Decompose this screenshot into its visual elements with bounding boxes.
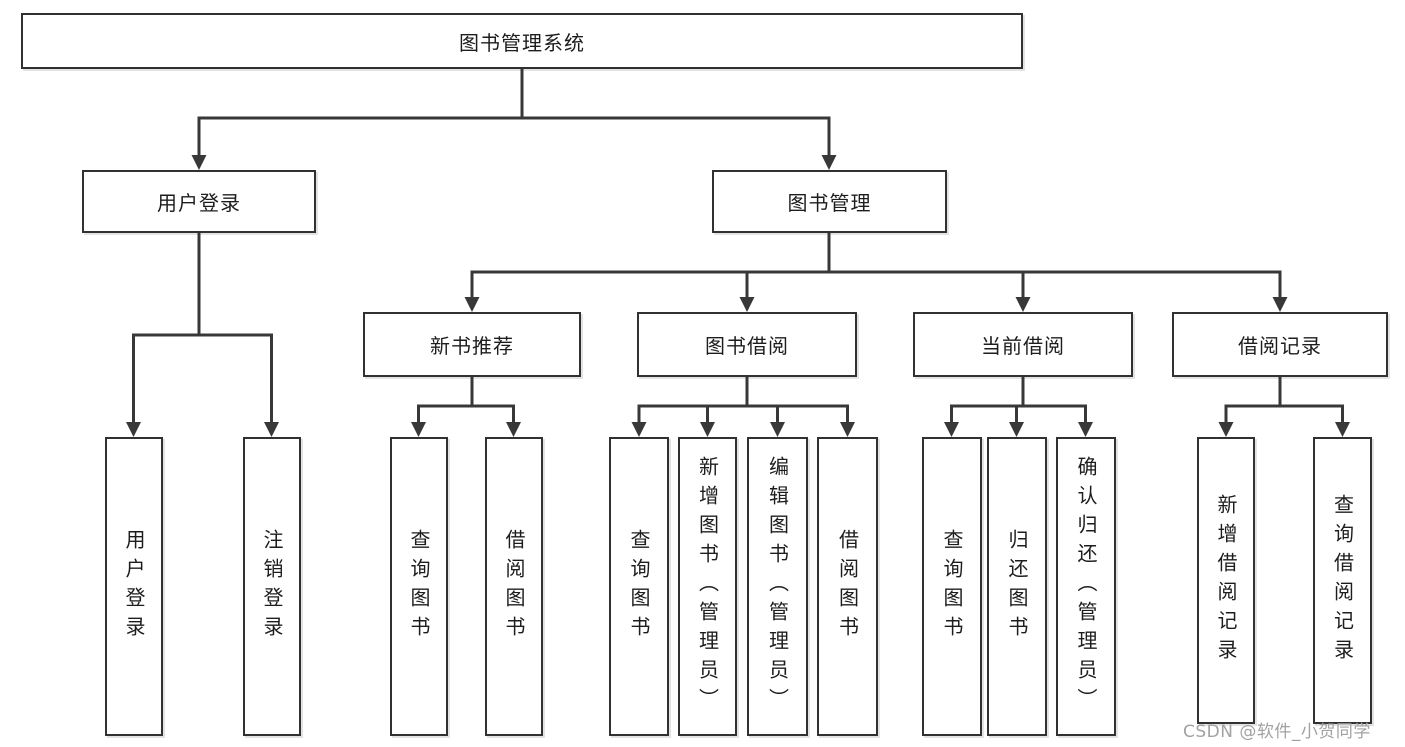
leaf-logout-label: 注销登录: [260, 528, 284, 645]
leaf-add-borrow-record-label: 新增借阅记录: [1214, 493, 1238, 668]
leaf-return-books: 归还图书: [987, 437, 1047, 736]
node-borrow-records: 借阅记录: [1172, 312, 1388, 377]
leaf-borrow-books-2: 借阅图书: [817, 437, 878, 736]
leaf-logout: 注销登录: [243, 437, 301, 736]
leaf-borrow-books-1: 借阅图书: [485, 437, 543, 736]
leaf-query-books-1: 查询图书: [390, 437, 448, 736]
node-new-book-recommend-label: 新书推荐: [430, 334, 514, 358]
leaf-query-books-3-label: 查询图书: [940, 528, 964, 645]
node-root: 图书管理系统: [21, 13, 1023, 69]
leaf-add-borrow-record: 新增借阅记录: [1197, 437, 1255, 724]
leaf-confirm-return-admin: 确认归还（管理员）: [1056, 437, 1116, 736]
watermark: CSDN @软件_小贺同学: [1183, 722, 1371, 742]
leaf-query-borrow-record-label: 查询借阅记录: [1330, 493, 1355, 668]
leaf-query-books-2-label: 查询图书: [627, 528, 651, 645]
leaf-add-books-admin: 新增图书（管理员）: [678, 437, 737, 736]
node-book-management: 图书管理: [712, 170, 947, 233]
leaf-query-books-3: 查询图书: [922, 437, 982, 736]
node-book-management-label: 图书管理: [787, 191, 872, 215]
leaf-return-books-label: 归还图书: [1005, 528, 1029, 645]
node-borrow-records-label: 借阅记录: [1238, 334, 1322, 358]
node-root-label: 图书管理系统: [459, 30, 585, 55]
node-user-login: 用户登录: [82, 170, 316, 233]
leaf-borrow-books-1-label: 借阅图书: [502, 528, 526, 645]
node-new-book-recommend: 新书推荐: [363, 312, 581, 377]
node-user-login-label: 用户登录: [157, 191, 241, 215]
leaf-query-borrow-record: 查询借阅记录: [1313, 437, 1372, 724]
leaf-add-books-admin-label: 新增图书（管理员）: [695, 456, 720, 717]
leaf-edit-books-admin-label: 编辑图书（管理员）: [765, 456, 790, 717]
leaf-user-login: 用户登录: [105, 437, 163, 736]
node-current-borrow: 当前借阅: [913, 312, 1133, 377]
leaf-query-books-1-label: 查询图书: [407, 528, 431, 645]
node-current-borrow-label: 当前借阅: [981, 334, 1065, 358]
leaf-borrow-books-2-label: 借阅图书: [835, 528, 860, 645]
leaf-user-login-label: 用户登录: [122, 528, 146, 645]
node-book-borrow: 图书借阅: [637, 312, 857, 377]
leaf-edit-books-admin: 编辑图书（管理员）: [747, 437, 808, 736]
node-book-borrow-label: 图书借阅: [705, 334, 789, 358]
leaf-query-books-2: 查询图书: [609, 437, 669, 736]
leaf-confirm-return-admin-label: 确认归还（管理员）: [1074, 456, 1098, 717]
